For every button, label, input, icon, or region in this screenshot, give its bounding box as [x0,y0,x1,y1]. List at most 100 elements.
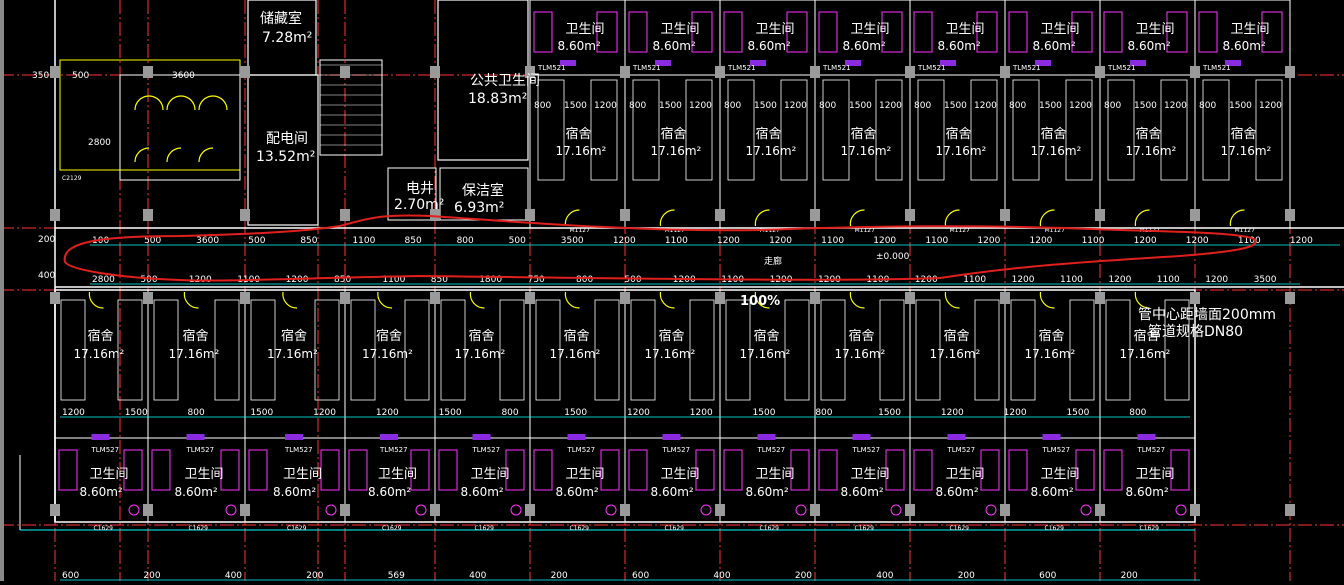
column [143,66,153,78]
bathroom-area: 8.60m² [748,39,791,53]
dorm-name: 宿舍 [851,126,877,142]
door-tag: M1127 [1045,227,1066,234]
floor-drain [985,504,997,516]
column [340,209,350,221]
column [1000,66,1010,78]
dim-text: 800 [1009,101,1026,111]
window-mark [1130,60,1146,66]
shower [123,449,143,491]
bath-tag: TLM527 [567,446,596,454]
shower [1261,11,1283,53]
dim-text: 1100 [1238,236,1261,246]
door-swing [1039,291,1055,309]
dim-text: 1500 [849,101,872,111]
window-mark [91,434,110,440]
dim-text: 200 [795,571,812,581]
column [50,66,60,78]
stair [319,59,383,156]
dorm-area: 17.16m² [267,347,318,361]
dorm-name: 宿舍 [376,328,402,344]
floor-drain [700,504,712,516]
shower [790,449,810,491]
dim-text: 1100 [665,236,688,246]
shower [220,449,240,491]
floor-drain [1175,504,1187,516]
hall-room [119,74,241,181]
dim-text: 500 [140,275,157,285]
shower [348,449,368,491]
column [340,504,350,516]
column [715,66,725,78]
dim-text: 800 [1129,408,1146,418]
dim-text: 750 [528,275,545,285]
bathroom-name: 卫生间 [851,467,890,482]
dorm-name: 宿舍 [1231,126,1257,142]
dim-text: 1200 [1030,236,1053,246]
column [143,504,153,516]
window-tag: C1629 [189,525,209,532]
fixtures [58,11,1283,516]
shower [695,449,715,491]
door-swing [148,95,164,111]
dorm-name: 宿舍 [1134,328,1160,344]
dorm-name: 宿舍 [1039,328,1065,344]
column [905,66,915,78]
column [810,209,820,221]
bathroom-area: 8.60m² [651,485,694,499]
door-swing [212,95,228,111]
dim-text: 600 [62,571,79,581]
corridor-label: 走廊 [764,257,783,267]
pipe-note-1: 管中心距墙面200mm [1138,307,1276,323]
door-swing [754,209,770,227]
column [430,292,440,304]
bed [780,79,808,181]
dim-text: 800 [188,408,205,418]
bed [153,299,179,401]
dim-text: 1200 [873,236,896,246]
pipe-note-2: 管道规格DN80 [1148,324,1244,340]
dorm-name: 宿舍 [281,328,307,344]
dim-text: 500 [248,236,265,246]
dim-text: 1500 [659,101,682,111]
door-tag: M1127 [570,227,591,234]
dorm-area: 17.16m² [835,347,886,361]
bathroom-name: 卫生间 [1231,22,1270,37]
bed [1164,299,1190,401]
bathroom-area: 8.60m² [273,485,316,499]
dim-text: 800 [534,101,551,111]
column [810,504,820,516]
dim-text: 1200 [977,236,1000,246]
shower [1198,11,1218,53]
window-mark [852,434,871,440]
bed [1107,79,1135,181]
dorm-name: 宿舍 [659,328,685,344]
column [1095,504,1105,516]
shower [438,449,458,491]
door-swing [944,209,960,227]
door-swing [183,291,199,309]
dorm-name: 宿舍 [946,126,972,142]
bed [725,299,751,401]
dim-text: 850 [431,275,448,285]
column [905,292,915,304]
window-mark [472,434,491,440]
floor-drain [225,504,237,516]
shower [786,11,808,53]
dorm-area: 17.16m² [1221,144,1272,158]
dim-text: 800 [1104,101,1121,111]
door-swing [1134,291,1150,309]
dim-text: 3500 [1254,275,1277,285]
dim-text: 1500 [1229,101,1252,111]
public-toilet-area: 18.83m² [468,91,528,107]
zoom-indicator: 100% [740,294,781,309]
column [525,66,535,78]
bed [632,79,660,181]
dorm-name: 宿舍 [566,126,592,142]
bed [1012,79,1040,181]
shower [818,11,838,53]
dorm-name: 宿舍 [849,328,875,344]
shower [533,11,553,53]
dorm-area: 17.16m² [1126,144,1177,158]
